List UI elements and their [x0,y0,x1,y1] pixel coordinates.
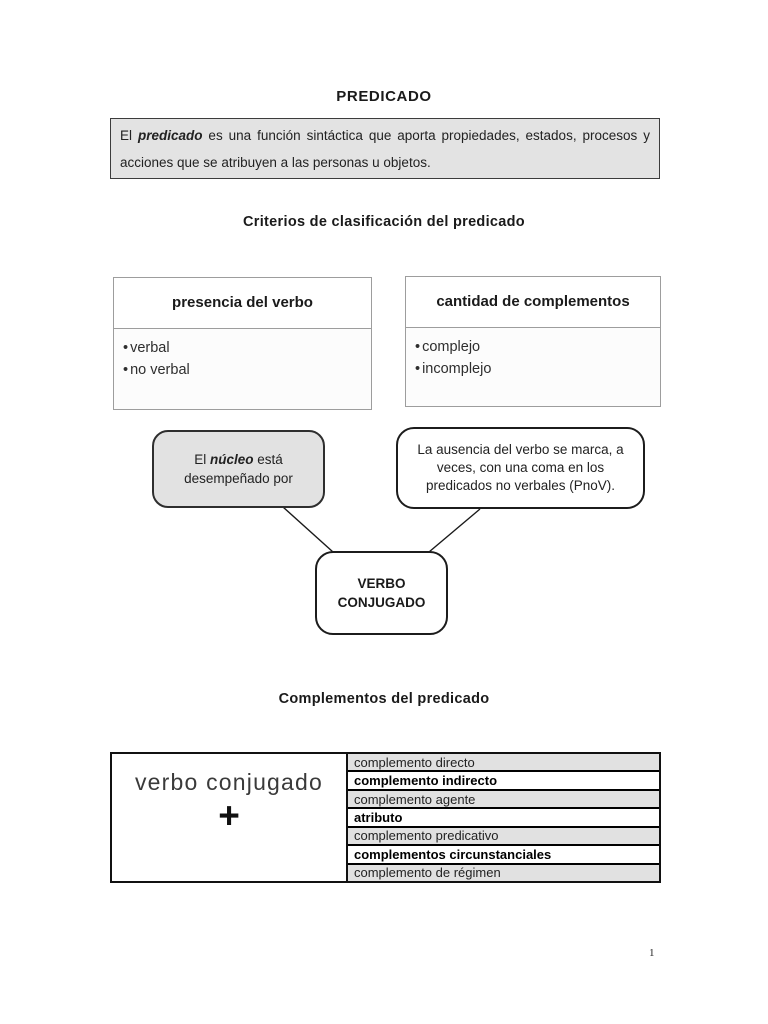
table-row: complementos circunstanciales [348,844,659,865]
bullet-icon: • [415,361,421,377]
criteria-heading: Criterios de clasificación del predicado [243,214,525,230]
verbo-conjugado-text: verbo conjugado [134,769,324,795]
page-title: PREDICADO [336,88,432,105]
list-item: •no verbal [123,359,362,381]
verbo-conjugado-label: VERBO CONJUGADO [337,576,426,610]
connector-line-left [282,506,334,553]
table-row: complemento de régimen [348,864,659,881]
callout-nucleo-rest: está desempeñado por [184,452,293,486]
table-row: complemento predicativo [348,827,659,846]
criterion-box-body: •verbal •no verbal [114,329,371,389]
list-item: •verbal [123,337,362,359]
definition-term: predicado [137,128,203,143]
table-row: complemento indirecto [348,770,659,791]
list-item-label: verbal [130,340,170,356]
complements-table: verbo conjugado + complemento directo co… [110,752,661,883]
criterion-box-presencia: presencia del verbo •verbal •no verbal [113,277,372,410]
callout-nucleo-term: núcleo [209,452,254,467]
callout-nucleo-text: El núcleo está desempeñado por [166,450,311,488]
callout-nucleo: El núcleo está desempeñado por [152,430,325,508]
verbo-conjugado-node: VERBO CONJUGADO [315,551,448,635]
list-item-label: incomplejo [422,361,492,377]
callout-ausencia: La ausencia del verbo se marca, a veces,… [396,427,645,509]
criterion-box-title: presencia del verbo [114,278,371,329]
criterion-box-title: cantidad de complementos [406,277,660,328]
criterion-box-body: •complejo •incomplejo [406,328,660,388]
complements-list: complemento directo complemento indirect… [348,754,659,881]
list-item-label: complejo [422,339,481,355]
complements-heading: Complementos del predicado [278,691,490,707]
table-row: complemento directo [348,754,659,772]
bullet-icon: • [123,340,129,356]
list-item: •incomplejo [415,358,651,380]
table-row: atributo [348,807,659,828]
callout-nucleo-prefix: El [194,452,210,467]
table-row: complemento agente [348,790,659,809]
callout-ausencia-text: La ausencia del verbo se marca, a veces,… [417,442,624,493]
bullet-icon: • [123,362,129,378]
table-cell-verbo-conjugado: verbo conjugado + [112,754,348,881]
list-item-label: no verbal [130,362,190,378]
definition-rest: es una función sintáctica que aporta pro… [120,128,650,170]
definition-prefix: El [120,128,138,143]
definition-box: El predicado es una función sintáctica q… [110,118,660,179]
criterion-box-cantidad: cantidad de complementos •complejo •inco… [405,276,661,407]
bullet-icon: • [415,339,421,355]
page-number: 1 [649,947,655,959]
list-item: •complejo [415,336,651,358]
plus-icon: + [218,795,240,836]
connector-line-right [428,508,481,553]
